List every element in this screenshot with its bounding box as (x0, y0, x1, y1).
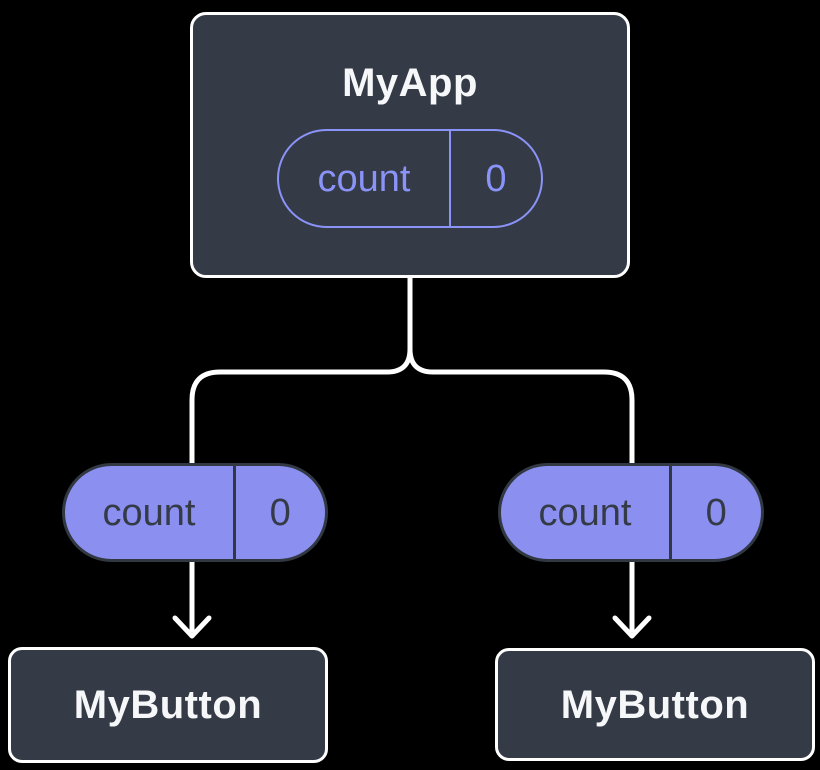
prop-value-label: 0 (705, 491, 727, 534)
left-child-component-card: MyButton (8, 647, 328, 763)
arrow-head-right-icon (612, 615, 652, 639)
prop-name-section: count (65, 466, 233, 559)
pill-divider (233, 466, 236, 559)
root-component-title: MyApp (342, 61, 478, 105)
branch-line-left (189, 270, 413, 466)
prop-name-label: count (538, 491, 632, 534)
state-value-section: 0 (451, 131, 541, 226)
left-child-component-title: MyButton (73, 683, 263, 727)
prop-value-label: 0 (269, 491, 291, 534)
prop-value-section: 0 (672, 466, 762, 559)
state-name-label: count (317, 157, 411, 200)
left-prop-pill: count 0 (62, 463, 328, 562)
prop-name-section: count (501, 466, 669, 559)
state-value-label: 0 (485, 157, 507, 200)
root-state-pill: count 0 (277, 129, 543, 228)
root-component-card: MyApp count 0 (190, 12, 630, 278)
arrow-head-left-icon (172, 615, 212, 639)
state-name-section: count (279, 131, 449, 226)
right-child-component-card: MyButton (495, 648, 815, 761)
prop-name-label: count (102, 491, 196, 534)
right-prop-pill: count 0 (498, 463, 764, 562)
right-child-component-title: MyButton (560, 682, 750, 727)
pill-divider (449, 131, 451, 226)
prop-value-section: 0 (236, 466, 326, 559)
branch-line-right (407, 270, 635, 466)
pill-divider (669, 466, 672, 559)
